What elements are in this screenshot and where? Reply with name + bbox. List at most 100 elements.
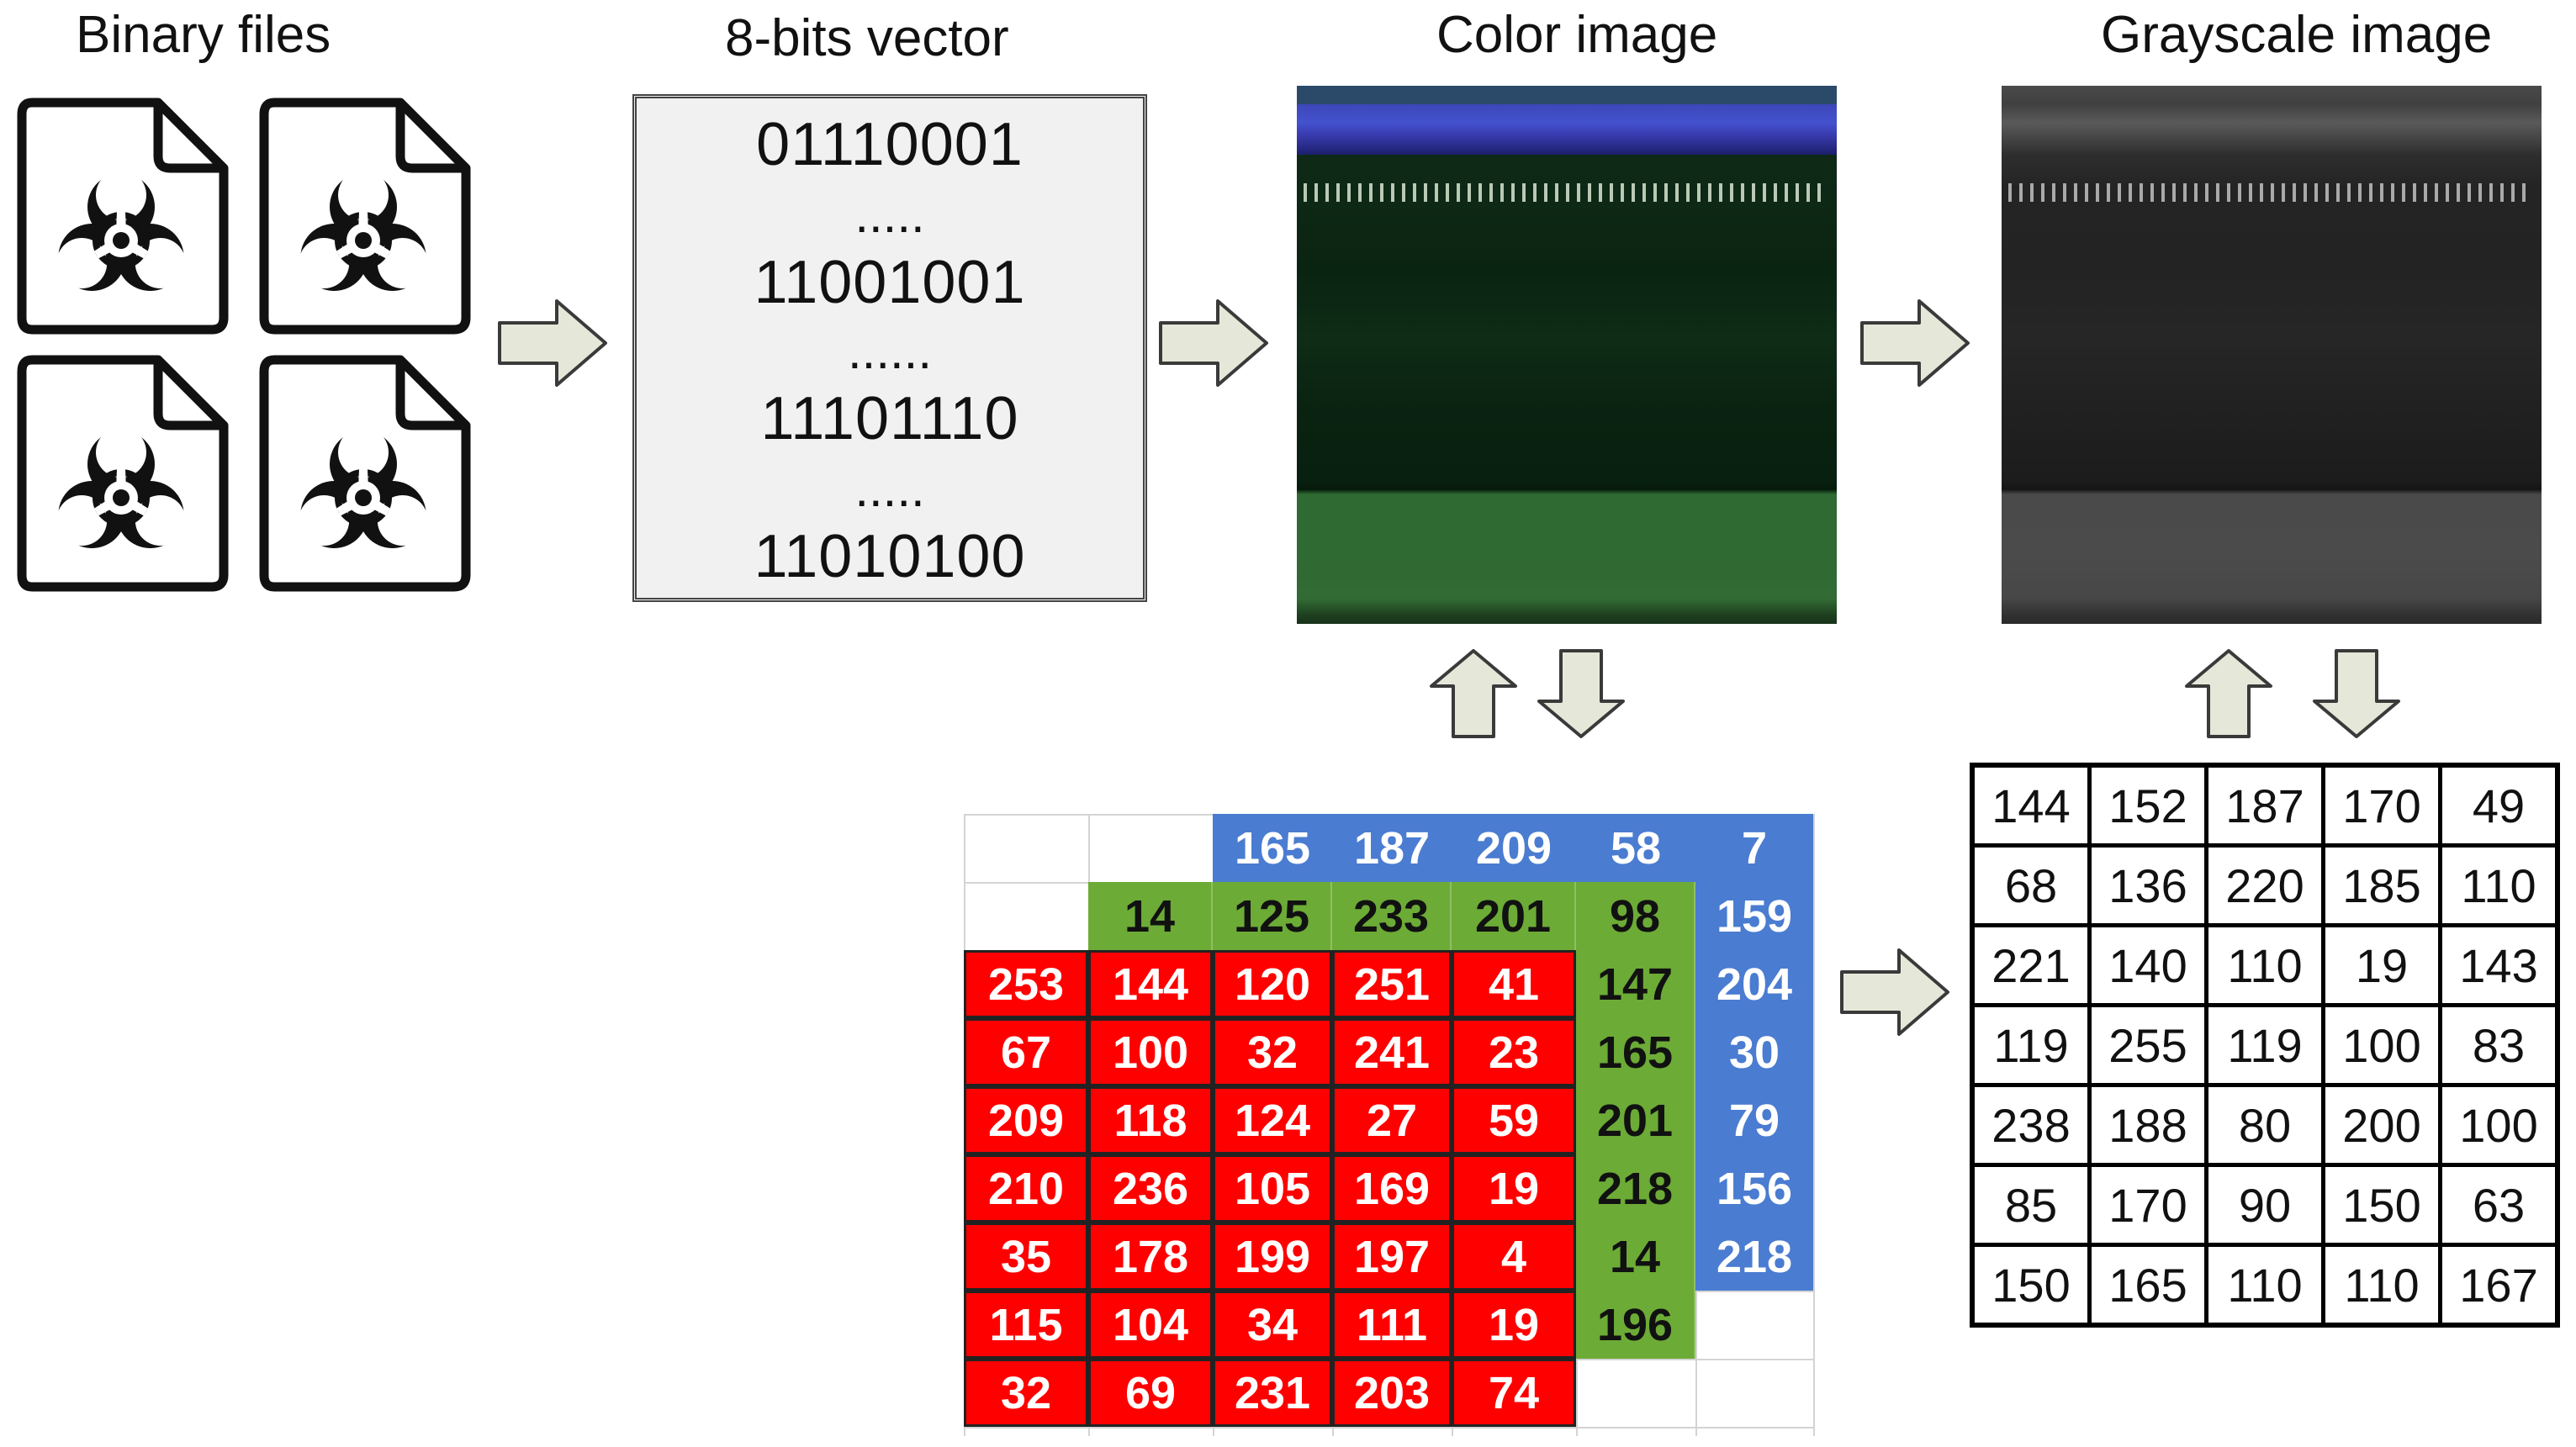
image-tick — [1478, 183, 1482, 202]
image-tick — [1632, 183, 1635, 202]
image-tick — [1719, 183, 1722, 202]
image-tick — [1697, 183, 1701, 202]
image-tick — [2238, 183, 2241, 202]
grayscale-matrix-cell: 238 — [1970, 1083, 2092, 1167]
grayscale-matrix-cell: 110 — [2321, 1243, 2442, 1328]
image-tick — [2511, 183, 2515, 202]
red-channel-cell: 203 — [1332, 1359, 1452, 1427]
color-image-texture — [1304, 183, 1830, 202]
grid-line — [1813, 814, 1815, 1436]
grayscale-matrix-cell: 255 — [2087, 1003, 2208, 1087]
image-tick — [1533, 183, 1537, 202]
red-channel-cell: 120 — [1213, 950, 1332, 1018]
blue-channel-cell: 187 — [1332, 814, 1452, 882]
red-channel-cell: 115 — [964, 1291, 1088, 1359]
biohazard-file-icon — [17, 98, 229, 335]
red-channel-cell: 105 — [1213, 1154, 1332, 1223]
grayscale-matrix-cell: 152 — [2087, 763, 2208, 848]
grayscale-matrix-cell: 119 — [2204, 1003, 2325, 1087]
blue-channel-cell: 156 — [1695, 1154, 1813, 1223]
image-tick — [1325, 183, 1329, 202]
image-tick — [2489, 183, 2493, 202]
image-tick — [2118, 183, 2121, 202]
image-tick — [2457, 183, 2460, 202]
image-tick — [2522, 183, 2526, 202]
image-tick — [1314, 183, 1318, 202]
blue-channel-cell: 7 — [1695, 814, 1813, 882]
red-channel-cell: 19 — [1452, 1291, 1576, 1359]
red-channel-cell: 27 — [1332, 1086, 1452, 1154]
red-channel-cell: 118 — [1088, 1086, 1213, 1154]
image-tick — [2468, 183, 2471, 202]
image-tick — [2172, 183, 2176, 202]
image-tick — [1752, 183, 1755, 202]
image-tick — [1686, 183, 1690, 202]
grayscale-matrix-cell: 188 — [2087, 1083, 2208, 1167]
image-tick — [2500, 183, 2504, 202]
red-channel-cell: 4 — [1452, 1223, 1576, 1291]
image-tick — [1358, 183, 1362, 202]
grayscale-matrix-cell: 83 — [2438, 1003, 2560, 1087]
red-channel-cell: 100 — [1088, 1018, 1213, 1086]
image-tick — [1402, 183, 1405, 202]
bit-vector-ellipsis: ..... — [854, 461, 925, 517]
bit-vector-line: 01110001 — [756, 111, 1024, 178]
title-grayscale-image: Grayscale image — [2101, 6, 2493, 64]
grayscale-matrix-cell: 100 — [2321, 1003, 2442, 1087]
image-tick — [1413, 183, 1416, 202]
grayscale-matrix-cell: 220 — [2204, 843, 2325, 927]
image-tick — [1446, 183, 1449, 202]
image-tick — [1336, 183, 1340, 202]
image-tick — [1588, 183, 1591, 202]
image-tick — [1522, 183, 1526, 202]
image-tick — [1577, 183, 1580, 202]
arrow-down-icon — [1537, 649, 1625, 738]
grayscale-matrix-cell: 140 — [2087, 923, 2208, 1007]
image-tick — [1500, 183, 1504, 202]
arrow-up-icon — [2185, 649, 2272, 738]
image-tick — [2019, 183, 2023, 202]
image-tick — [1708, 183, 1711, 202]
red-channel-cell: 34 — [1213, 1291, 1332, 1359]
image-tick — [1489, 183, 1493, 202]
red-channel-cell: 199 — [1213, 1223, 1332, 1291]
image-tick — [1391, 183, 1394, 202]
grayscale-matrix-cell: 185 — [2321, 843, 2442, 927]
image-tick — [2052, 183, 2055, 202]
red-channel-cell: 41 — [1452, 950, 1576, 1018]
red-channel-cell: 59 — [1452, 1086, 1576, 1154]
image-tick — [2008, 183, 2012, 202]
image-tick — [1555, 183, 1558, 202]
red-channel-cell: 231 — [1213, 1359, 1332, 1427]
image-tick — [2129, 183, 2132, 202]
image-tick — [2096, 183, 2099, 202]
grayscale-matrix-cell: 170 — [2321, 763, 2442, 848]
image-tick — [2380, 183, 2383, 202]
grayscale-matrix-cell: 19 — [2321, 923, 2442, 1007]
image-tick — [2030, 183, 2034, 202]
image-tick — [1566, 183, 1569, 202]
blue-channel-cell: 159 — [1695, 882, 1813, 950]
image-tick — [2282, 183, 2285, 202]
image-tick — [1599, 183, 1602, 202]
green-channel-cell: 165 — [1576, 1018, 1695, 1086]
image-tick — [2085, 183, 2088, 202]
red-channel-cell: 178 — [1088, 1223, 1213, 1291]
red-channel-cell: 32 — [1213, 1018, 1332, 1086]
arrow-right-icon — [1159, 299, 1268, 387]
red-channel-cell: 124 — [1213, 1086, 1332, 1154]
grayscale-matrix-cell: 110 — [2204, 1243, 2325, 1328]
red-channel-cell: 236 — [1088, 1154, 1213, 1223]
red-channel-cell: 111 — [1332, 1291, 1452, 1359]
image-tick — [2260, 183, 2263, 202]
image-tick — [2369, 183, 2372, 202]
color-image — [1297, 86, 1837, 624]
grayscale-matrix-cell: 144 — [1970, 763, 2092, 848]
image-tick — [2435, 183, 2438, 202]
bit-vector-line: 11010100 — [754, 523, 1026, 590]
image-tick — [1653, 183, 1657, 202]
